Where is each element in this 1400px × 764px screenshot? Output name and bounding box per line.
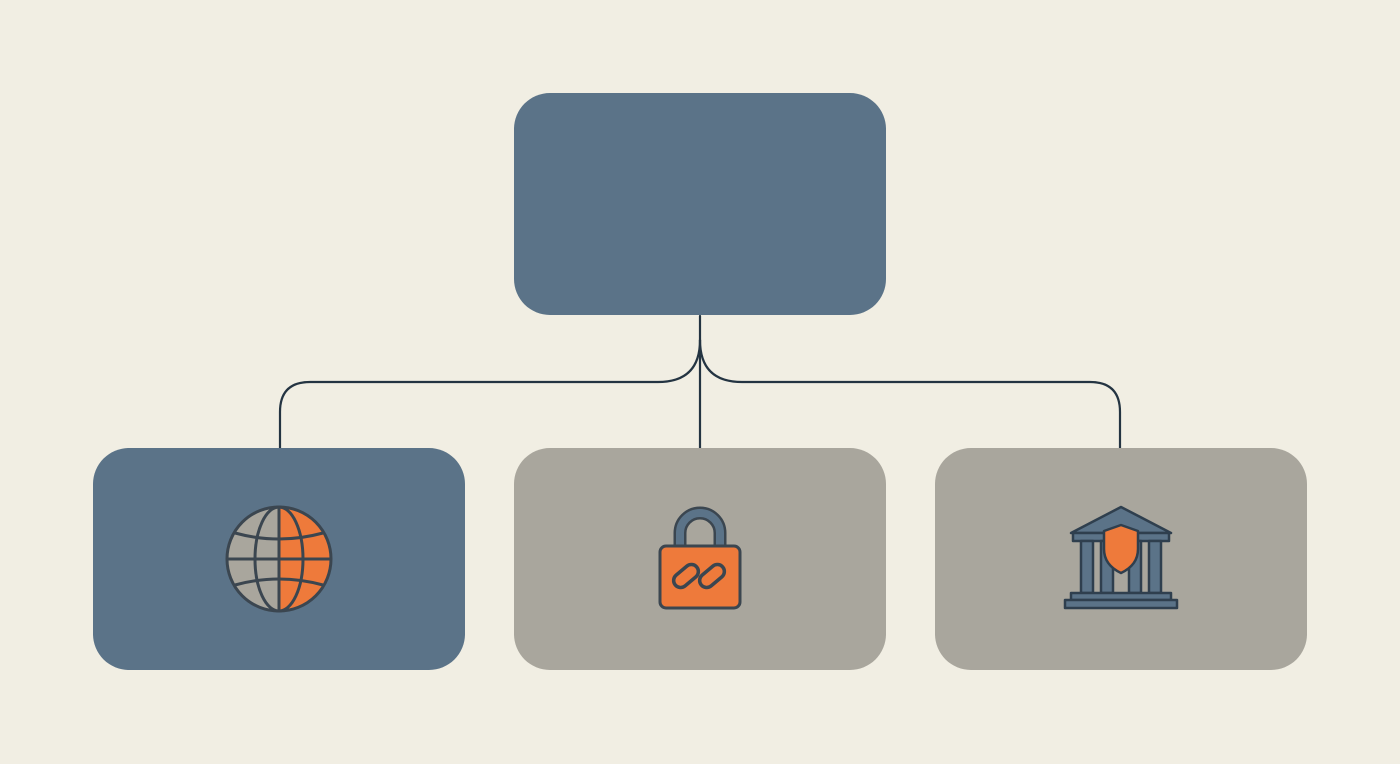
connector-to-child-3 bbox=[698, 338, 1122, 450]
child-node-lock bbox=[514, 448, 886, 670]
padlock-link-icon bbox=[640, 499, 760, 619]
bank-shield-icon bbox=[1061, 499, 1181, 619]
root-node bbox=[514, 93, 886, 315]
child-node-globe bbox=[93, 448, 465, 670]
globe-icon bbox=[219, 499, 339, 619]
connector-to-child-1 bbox=[278, 338, 702, 450]
child-node-bank bbox=[935, 448, 1307, 670]
